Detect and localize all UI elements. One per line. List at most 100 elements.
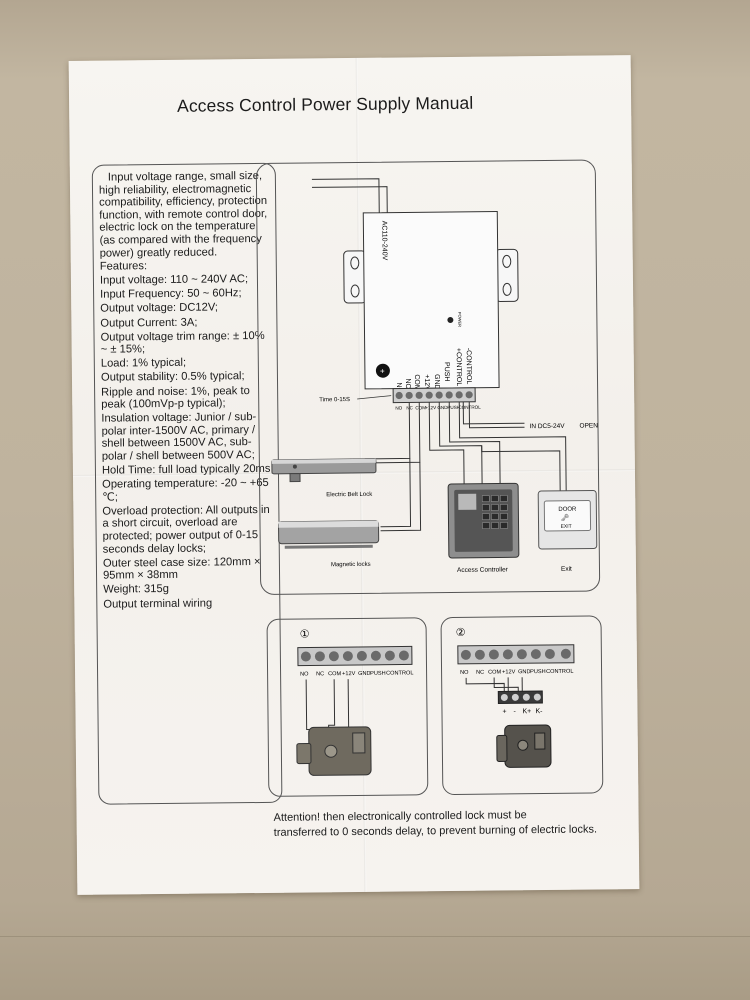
controller-wire [428,402,465,484]
spec-list: Features: Input voltage: 110 ~ 240V AC; … [100,259,276,611]
ac-input-label: AC110-240V [380,221,387,261]
electric-lock-illustration [496,724,552,768]
terminal-label: CONTROL [386,670,413,676]
access-controller-illustration [447,482,520,559]
wiring-example-2-diagram: ② NO NC COM +12V GND PUSH CONTROL + - K+ [456,627,575,768]
spec-item: Output terminal wiring [103,596,213,611]
exit-button-text: EXIT [561,524,572,530]
vertical-label: +CONTROL [455,348,462,386]
lock-terminal-label: - [513,708,516,715]
wiring-diagram-panel: AC110-240V POWER + NO NC COM +12V GND PU… [255,159,601,595]
example-number: ① [300,628,310,640]
vertical-label: COM [413,374,420,391]
spec-item: Load: 1% typical; [100,357,187,370]
terminal-label: NO [300,671,309,677]
mount-tab-left [343,250,367,304]
terminal-label: GND [518,669,530,675]
time-delay-label: Time 0-15S [319,397,350,403]
terminal-label: NO [395,405,402,410]
wiring-example-2: ② NO NC COM +12V GND PUSH CONTROL + - K+ [440,615,604,796]
lock-terminal-block [497,690,543,705]
access-controller-label: Access Controller [457,566,509,574]
spec-item: Output stability: 0.5% typical; [100,370,245,385]
lock-terminal-label: + [502,708,506,715]
lock-wire [364,402,411,460]
wiring-example-1-diagram: ① NO NC COM +12V GND PUSH CONTROL [296,628,413,776]
attention-line: transferred to 0 seconds delay, to preve… [273,823,598,839]
open-label: OPEN [579,422,598,429]
spec-item: Output Current: 3A; [100,316,198,330]
exit-label: Exit [561,566,572,573]
controller-wire [448,401,501,484]
terminal-label: GND [437,405,448,410]
spec-item: Outer steel case size: 120mm × 95mm × 38… [102,555,261,582]
ac-wire [311,186,388,219]
terminal-label: +12V [425,405,437,410]
door-button-text: DOOR [558,507,577,513]
control-input-label: IN DC5-24V [529,423,565,430]
spec-item: Features: [99,260,148,273]
magnetic-locks-label: Magnetic locks [331,562,371,568]
control-wire [462,401,525,425]
vertical-label: NC [404,378,411,388]
terminal-label: +12V [502,669,516,675]
terminal-label: NC [316,671,324,677]
mount-hole [350,256,360,270]
svg-text:+: + [380,367,385,376]
spec-item: Weight: 315g [103,583,169,597]
terminal-block [457,644,575,665]
spec-item: Input Frequency: 50 ~ 60Hz; [100,287,242,301]
table-edge [0,936,750,937]
exit-wire [458,401,567,491]
terminal-label: NO [460,670,469,676]
lock-terminal-label: K+ [522,708,531,715]
key-icon: 🗝 [560,513,569,522]
attention-note: Attention! then electronically controlle… [274,807,614,841]
terminal-label: PUSH [370,671,386,677]
power-led-label: POWER [457,312,462,327]
mount-hole [502,282,512,296]
wiring-diagram: AC110-240V POWER + NO NC COM +12V GND PU… [271,178,598,574]
terminal-label: COM [488,669,501,675]
spec-intro: Input voltage range, small size, high re… [98,169,268,260]
vertical-label: GND [433,374,440,390]
example-number: ② [456,627,466,639]
manual-sheet: Access Control Power Supply Manual Input… [68,55,640,895]
lock-wire [357,402,421,464]
terminal-label: PUSH [530,669,546,675]
terminal-block [392,387,476,404]
mount-hole [502,254,512,268]
terminal-label: GND [358,671,370,677]
spec-item: Ripple and noise: 1%, peak to peak (100m… [101,384,250,411]
electric-bolt-lock-label: Electric Belt Lock [326,492,373,498]
terminal-screws [395,391,473,400]
terminal-label: +12V [342,671,356,677]
terminal-label: COM [415,405,426,410]
terminal-label: CONTROL [546,669,573,675]
power-led [447,316,454,323]
page-title: Access Control Power Supply Manual [177,92,474,116]
spec-item: Input voltage: 110 ~ 240V AC; [99,273,249,287]
rim-lock-illustration [296,726,372,776]
vertical-label: PUSH [443,362,450,382]
spec-item: Overload protection: All outputs in a sh… [102,503,270,556]
spec-item: Insulation voltage: Junior / sub-polar i… [101,411,257,463]
control-wire [468,401,525,429]
ac-wire [311,178,380,219]
spec-item: Hold Time: full load typically 20ms; [101,462,274,477]
mount-tab-right [495,248,519,302]
magnetic-lock-illustration [278,520,380,549]
mount-hole [350,284,360,298]
exit-button-illustration: DOOR 🗝 EXIT [537,489,598,550]
terminal-label: PUSH [447,405,460,410]
controller-wire [438,402,483,484]
terminal-block [297,645,413,667]
spec-item: Output voltage: DC12V; [100,301,219,316]
spec-panel: Input voltage range, small size, high re… [91,162,283,805]
electric-bolt-lock-illustration [271,458,377,483]
lock-terminal-label: K- [535,708,543,715]
terminal-label: NC [476,670,484,676]
terminal-label: COM [328,671,341,677]
vertical-label: +12V [423,374,430,391]
trim-knob [375,363,390,378]
